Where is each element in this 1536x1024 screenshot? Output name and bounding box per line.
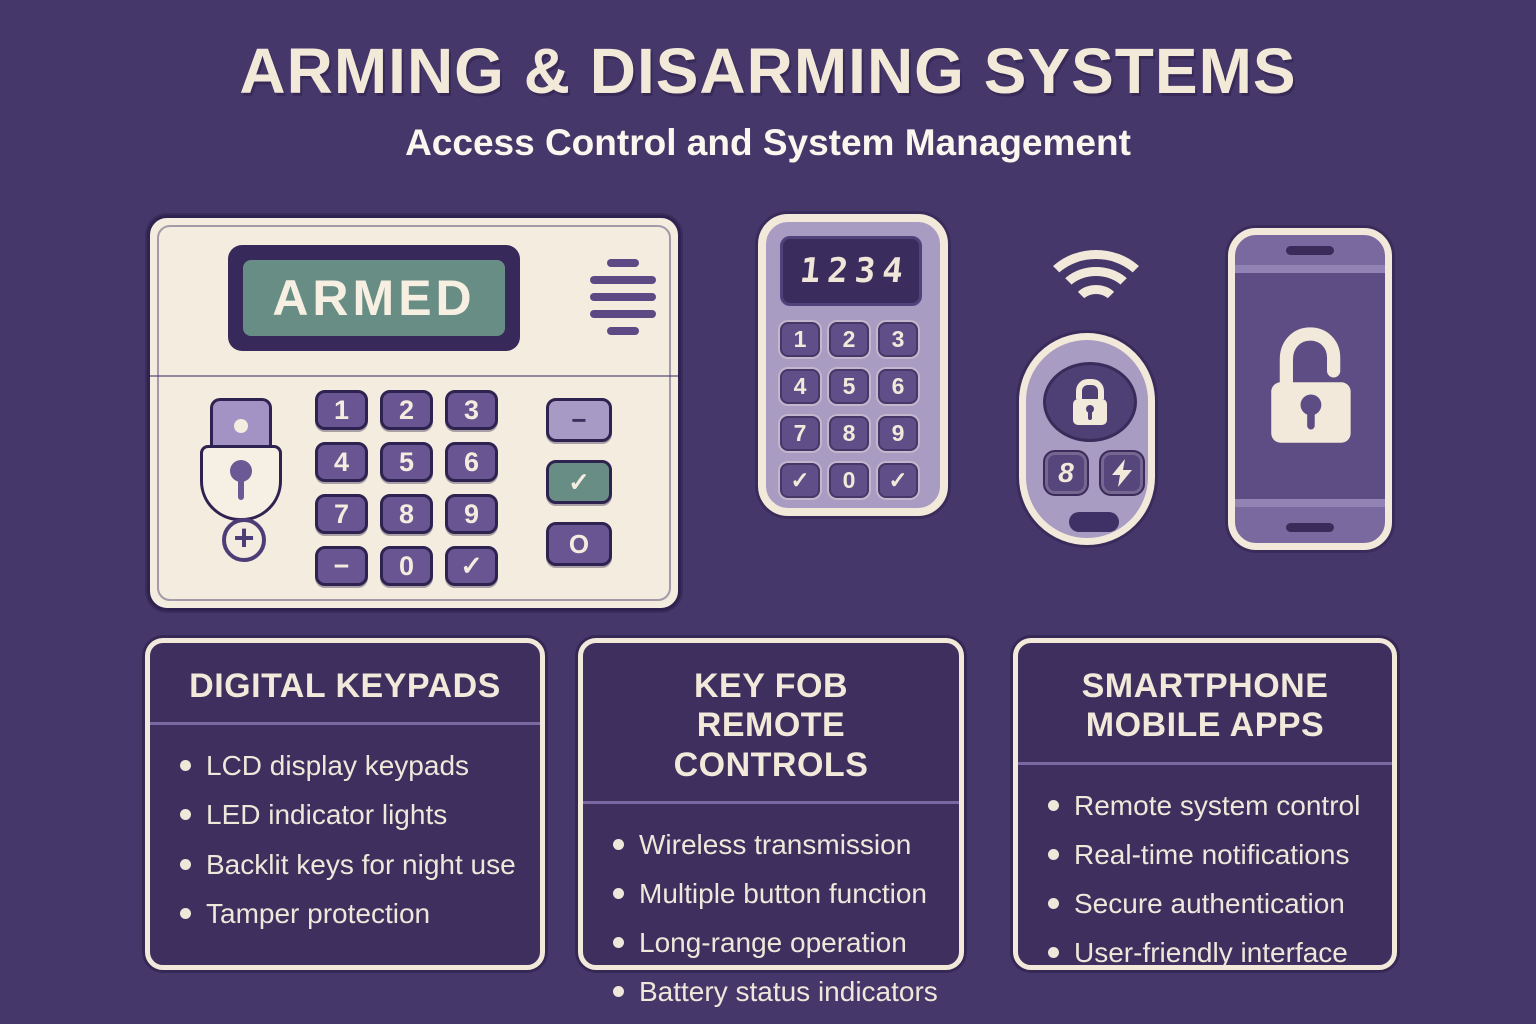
list-item: Long-range operation [613,926,949,959]
wireless-signal-icon [1037,250,1155,330]
key-2: 2 [380,390,433,430]
card-feature-list: Wireless transmission Multiple button fu… [583,804,959,1008]
key-8: 8 [380,494,433,534]
mini-key-4: 4 [780,369,820,404]
card-title: DIGITAL KEYPADS [189,667,501,705]
list-item: LCD display keypads [180,749,530,782]
list-item: Tamper protection [180,897,530,930]
keyhole-icon [230,460,252,500]
speaker-grille-icon [580,259,666,335]
bullet-icon [1048,946,1059,958]
lcd-display: ARMED [228,245,520,351]
numeric-keypad: 1 2 3 4 5 6 7 8 9 − 0 ✓ [315,390,498,586]
bullet-icon [180,907,191,919]
phone-speaker-icon [1286,246,1334,255]
list-item: Remote system control [1048,789,1382,822]
list-item: Multiple button function [613,877,949,910]
bullet-icon [1048,799,1059,811]
page-subtitle: Access Control and System Management [405,122,1131,163]
keypad-display: 1234 [780,236,922,306]
mini-key-1: 1 [780,322,820,357]
lock-icon [1076,379,1104,399]
armed-status-text: ARMED [272,270,476,326]
card-divider [150,722,540,726]
mini-key-5: 5 [829,369,869,404]
card-title: SMARTPHONE MOBILE APPS [1081,667,1329,745]
padlock-body-icon [200,445,282,521]
card-key-fob-remotes: KEY FOB REMOTE CONTROLS Wireless transmi… [578,638,964,1007]
plus-icon: + [222,518,266,562]
fob-panic-button [1099,450,1145,496]
keypad-code-text: 1234 [797,251,912,291]
list-item: Battery status indicators [613,975,949,1008]
list-item: User-friendly interface [1048,936,1382,969]
minus-button: − [546,398,612,442]
bullet-icon [1048,848,1059,860]
mini-key-0: 0 [829,463,869,498]
lcd-screen: ARMED [243,260,505,336]
mini-key-check-left: ✓ [780,463,820,498]
circle-button: O [546,522,612,566]
key-5: 5 [380,442,433,482]
confirm-button: ✓ [546,460,612,504]
card-feature-list: Remote system control Real-time notifica… [1018,765,1392,969]
card-smartphone-apps: SMARTPHONE MOBILE APPS Remote system con… [1013,638,1397,970]
mini-key-8: 8 [829,416,869,451]
panel-divider [150,375,678,377]
mini-key-7: 7 [780,416,820,451]
bullet-icon [1048,897,1059,909]
card-feature-list: LCD display keypads LED indicator lights… [150,725,540,929]
bullet-icon [180,760,191,772]
list-item: Backlit keys for night use [180,848,530,881]
mini-key-9: 9 [878,416,918,451]
list-item: Wireless transmission [613,828,949,861]
key-check: ✓ [445,546,498,586]
key-4: 4 [315,442,368,482]
key-minus: − [315,546,368,586]
phone-screen [1235,273,1385,499]
key-1: 1 [315,390,368,430]
fob-keyring-slot [1069,512,1119,532]
key-3: 3 [445,390,498,430]
key-0: 0 [380,546,433,586]
bullet-icon [180,858,191,870]
wall-keypad-panel: ARMED + 1 2 3 4 5 6 7 8 9 − 0 ✓ − ✓ O [147,215,681,611]
mini-key-check-right: ✓ [878,463,918,498]
list-item: Secure authentication [1048,887,1382,920]
unlock-icon [1271,327,1351,443]
card-divider [1018,761,1392,765]
page-title: ARMING & DISARMING SYSTEMS [239,35,1297,107]
bullet-icon [613,888,624,900]
mini-key-6: 6 [878,369,918,404]
handheld-keypad: 1234 1 2 3 4 5 6 7 8 9 ✓ 0 ✓ [758,214,948,516]
bullet-icon [180,809,191,821]
mini-numeric-keypad: 1 2 3 4 5 6 7 8 9 ✓ 0 ✓ [780,322,918,498]
key-6: 6 [445,442,498,482]
card-digital-keypads: DIGITAL KEYPADS LCD display keypads LED … [145,638,545,970]
phone-home-icon [1286,523,1334,532]
mini-key-2: 2 [829,322,869,357]
key-9: 9 [445,494,498,534]
fob-8-button: 8 [1043,450,1089,496]
key-fob: 8 [1019,333,1155,545]
bullet-icon [613,839,624,851]
smartphone [1228,228,1392,550]
fob-lock-button [1043,362,1137,442]
card-divider [583,801,959,805]
padlock-icon [210,398,272,454]
list-item: Real-time notifications [1048,838,1382,871]
lightning-icon [1112,459,1132,487]
mini-key-3: 3 [878,322,918,357]
card-title: KEY FOB REMOTE CONTROLS [673,667,869,784]
key-7: 7 [315,494,368,534]
bullet-icon [613,937,624,949]
list-item: LED indicator lights [180,798,530,831]
bullet-icon [613,986,624,998]
